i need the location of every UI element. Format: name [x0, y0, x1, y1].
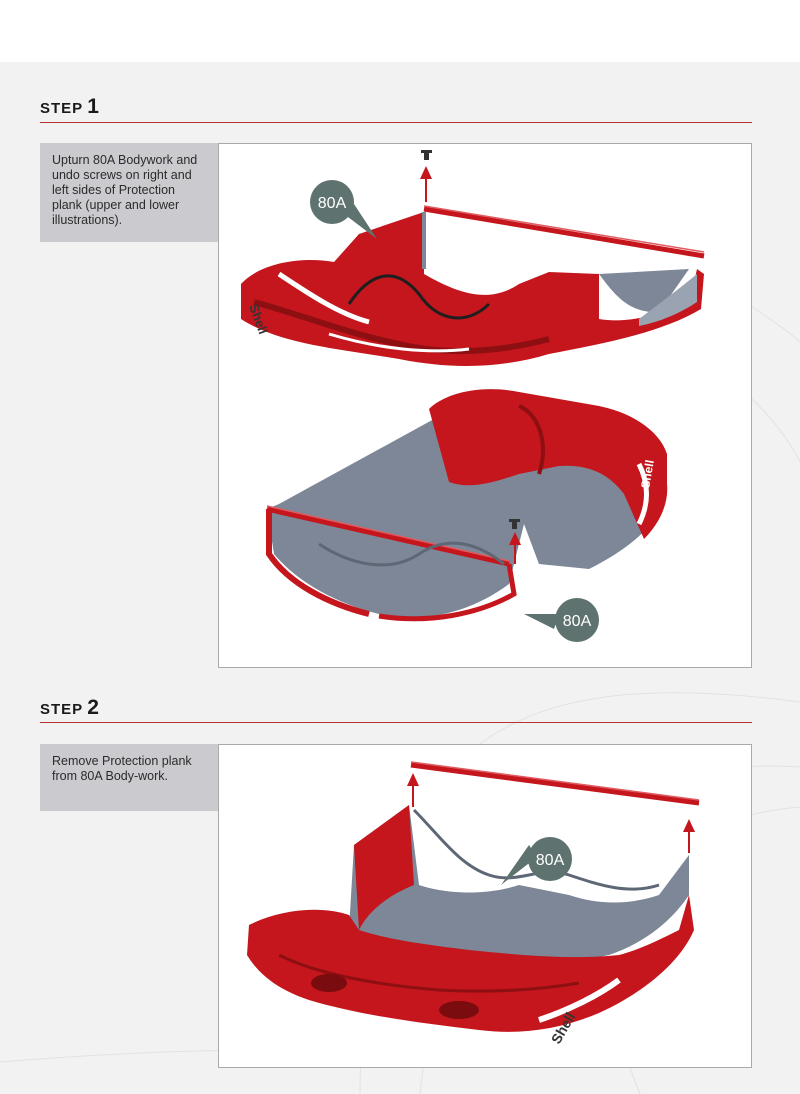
step-2-heading: step2 — [40, 696, 99, 720]
callout-80a-step2: 80A — [501, 837, 572, 885]
callout-arrow-icon — [524, 614, 559, 629]
step-2-illustration: Shell 80A — [247, 761, 700, 1047]
callout-80a-upper: 80A — [310, 180, 377, 239]
screw-icon — [421, 150, 432, 160]
bodywork-upper-illustration: Shell — [241, 205, 705, 366]
step-2-instruction-text: Remove Protection plank from 80A Body-wo… — [52, 754, 192, 783]
callout-80a-lower-label: 80A — [563, 613, 592, 630]
step-2-word: step — [40, 701, 84, 718]
step-2-rule — [40, 722, 752, 723]
callout-80a-lower: 80A — [524, 598, 599, 642]
bodywork-lower-illustration: Shell — [266, 389, 668, 622]
step-1-number: 1 — [87, 95, 99, 118]
step-1-instruction: Upturn 80A Bodywork and undo screws on r… — [40, 143, 218, 242]
callout-arrow-icon — [344, 204, 377, 239]
callout-80a-upper-label: 80A — [318, 195, 347, 212]
arrow-up-icon — [420, 166, 432, 202]
arrow-up-icon — [683, 819, 695, 853]
step-2-number: 2 — [87, 696, 99, 719]
arrow-up-icon — [407, 773, 419, 807]
step-1-instruction-text: Upturn 80A Bodywork and undo screws on r… — [52, 153, 198, 227]
step-1-rule — [40, 122, 752, 123]
callout-80a-step2-label: 80A — [536, 852, 565, 869]
bodywork-step2-illustration: Shell — [247, 761, 700, 1047]
step-2-illustration-panel: Shell 80A — [218, 744, 752, 1068]
page-top-band — [0, 0, 800, 62]
step-1-illustration: Shell 80A — [241, 150, 705, 642]
svg-text:Shell: Shell — [638, 459, 657, 490]
step-1-heading: step1 — [40, 95, 99, 119]
screw-icon — [509, 519, 520, 529]
arrow-up-icon — [509, 532, 521, 564]
callout-arrow-icon — [501, 845, 537, 885]
step-1-illustration-panel: Shell 80A — [218, 143, 752, 668]
step-1-word: step — [40, 100, 84, 117]
step-2-instruction: Remove Protection plank from 80A Body-wo… — [40, 744, 218, 811]
instruction-page: step1 Upturn 80A Bodywork and undo screw… — [0, 62, 800, 1094]
